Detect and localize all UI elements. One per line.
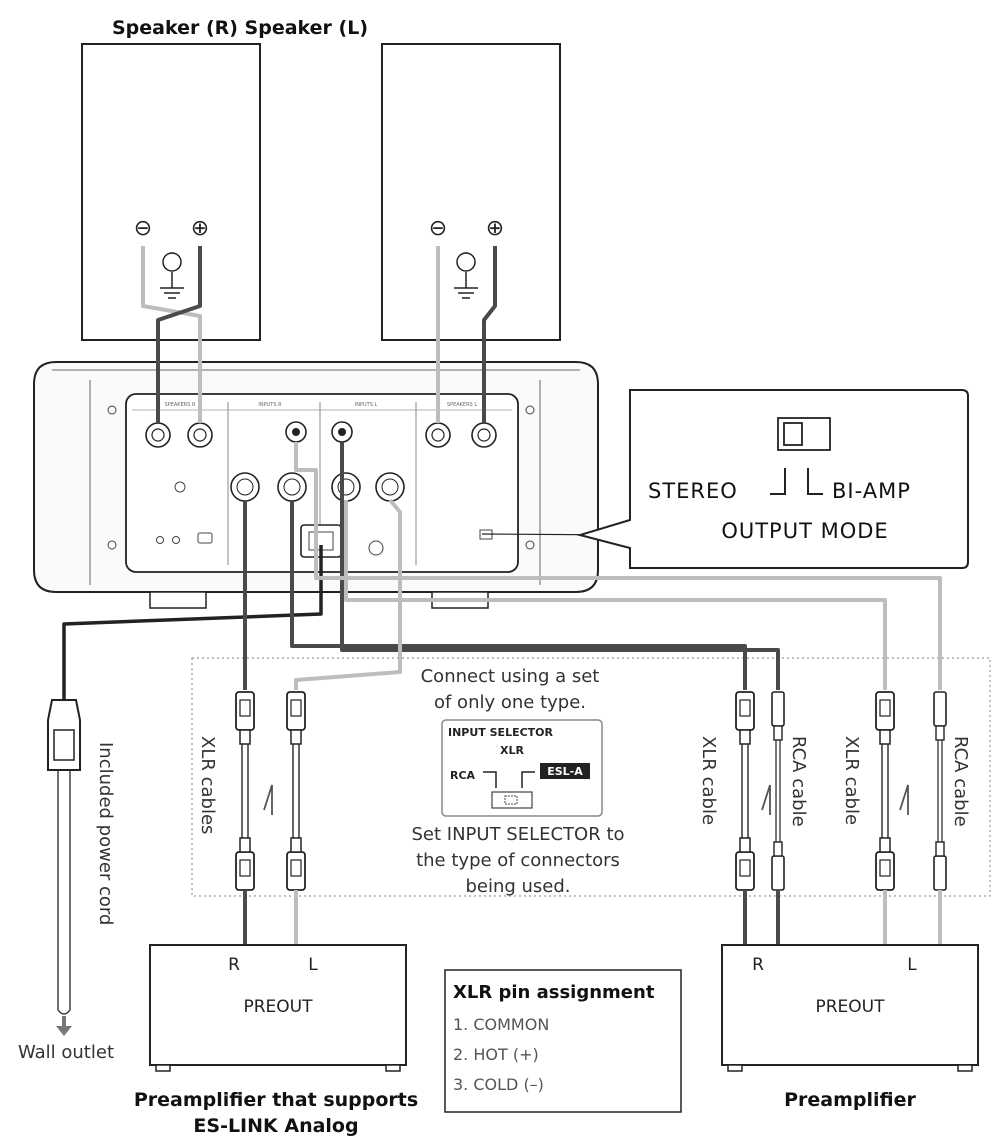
speaker-left: ⊖ ⊕: [381, 43, 561, 341]
preamp-left-l-label: L: [308, 955, 318, 975]
svg-text:SPEAKERS L: SPEAKERS L: [447, 402, 477, 408]
speaker-right-plus-terminal-icon: ⊕: [191, 216, 209, 241]
power-cord-label: Included power cord: [95, 742, 116, 925]
wall-outlet-arrow-icon: [56, 1016, 72, 1036]
amp-speaker-terminals-left: [425, 422, 497, 448]
preamp-right-caption: Preamplifier: [784, 1089, 916, 1111]
input-selector-title: INPUT SELECTOR: [448, 726, 554, 739]
cable-selection-panel: [191, 657, 991, 897]
speaker-right: ⊖ ⊕: [81, 43, 261, 341]
output-mode-callout: [576, 389, 969, 569]
svg-text:INPUTS R: INPUTS R: [258, 402, 282, 408]
preamp-left-r-label: R: [228, 955, 240, 975]
amp-speaker-terminals-right: [145, 422, 213, 448]
speaker-right-ground-icon: [160, 272, 184, 299]
output-mode-biamp-label: BI-AMP: [832, 479, 911, 503]
xlr-cable-right-l-bottom-connector: [875, 837, 895, 891]
input-selector-diagram: INPUT SELECTOR XLR RCA ESL-A: [441, 719, 603, 817]
xlr-cable-right-l-top-connector: [875, 691, 895, 745]
xlr-cable-r-top-connector: [235, 691, 255, 745]
instruction-line-1: Connect using a set: [421, 666, 600, 687]
xlr-pin-2: 2. HOT (+): [453, 1045, 539, 1064]
xlr-pin-3: 3. COLD (–): [453, 1075, 544, 1094]
preamp-right-preout-label: PREOUT: [815, 997, 885, 1017]
xlr-cable-label-2: XLR cable: [841, 736, 862, 825]
speaker-left-ground-post-icon: [456, 252, 476, 272]
input-selector-xlr: XLR: [500, 744, 524, 757]
preamp-right-r-label: R: [752, 955, 764, 975]
svg-text:INPUTS L: INPUTS L: [355, 402, 378, 408]
xlr-cables-label: XLR cables: [197, 736, 218, 834]
xlr-cable-l-bottom-connector: [286, 837, 306, 891]
input-selector-rca: RCA: [450, 769, 476, 782]
cable-connectors: [235, 691, 947, 960]
speaker-right-minus-terminal-icon: ⊖: [134, 216, 152, 241]
speaker-left-minus-terminal-icon: ⊖: [429, 216, 447, 241]
amp-xlr-inputs: [230, 472, 405, 502]
preamp-right-l-label: L: [907, 955, 917, 975]
xlr-cable-l-top-connector: [286, 691, 306, 745]
speakers-title: Speaker (R) Speaker (L): [112, 17, 368, 39]
preamp-right: R L PREOUT: [721, 944, 979, 1072]
speaker-right-ground-post-icon: [162, 252, 182, 272]
speaker-cables: [141, 246, 497, 423]
xlr-cable-right-r-top-connector: [735, 691, 755, 745]
svg-text:SPEAKERS R: SPEAKERS R: [165, 402, 196, 408]
xlr-cable-r-bottom-connector: [235, 837, 255, 891]
rca-cable-r-top-connector: [771, 691, 785, 741]
output-mode-title: OUTPUT MODE: [721, 519, 888, 543]
instruction-line-3: Set INPUT SELECTOR to: [411, 824, 624, 845]
instruction-line-2: of only one type.: [434, 692, 586, 713]
xlr-cable-label-1: XLR cable: [698, 736, 719, 825]
power-cord: [47, 545, 323, 1015]
rca-cable-l-top-connector: [933, 691, 947, 741]
flat-cable-arrow-icons: [263, 784, 909, 815]
signal-cable-runs: [243, 442, 942, 690]
rca-cable-label-1: RCA cable: [788, 736, 809, 827]
speaker-left-ground-icon: [454, 272, 478, 299]
speaker-left-plus-terminal-icon: ⊕: [486, 216, 504, 241]
wall-outlet-label: Wall outlet: [18, 1042, 114, 1063]
instruction-line-5: being used.: [465, 876, 570, 897]
xlr-pin-title: XLR pin assignment: [453, 982, 655, 1003]
xlr-pin-1: 1. COMMON: [453, 1015, 549, 1034]
xlr-pin-assignment: XLR pin assignment 1. COMMON 2. HOT (+) …: [444, 969, 682, 1113]
instruction-line-4: the type of connectors: [416, 850, 620, 871]
preamp-left-caption-2: ES-LINK Analog: [193, 1115, 358, 1137]
rca-cable-r-bottom-connector: [771, 841, 785, 891]
xlr-cable-right-r-bottom-connector: [735, 837, 755, 891]
preamp-left: R L PREOUT: [149, 944, 407, 1072]
input-selector-esl: ESL-A: [547, 765, 583, 778]
rca-cable-l-bottom-connector: [933, 841, 947, 891]
output-mode-switch-icon: [777, 417, 831, 451]
rca-cable-label-2: RCA cable: [950, 736, 971, 827]
preamp-left-preout-label: PREOUT: [243, 997, 313, 1017]
preamp-left-caption-1: Preamplifier that supports: [134, 1089, 418, 1111]
output-mode-stereo-label: STEREO: [648, 479, 738, 503]
